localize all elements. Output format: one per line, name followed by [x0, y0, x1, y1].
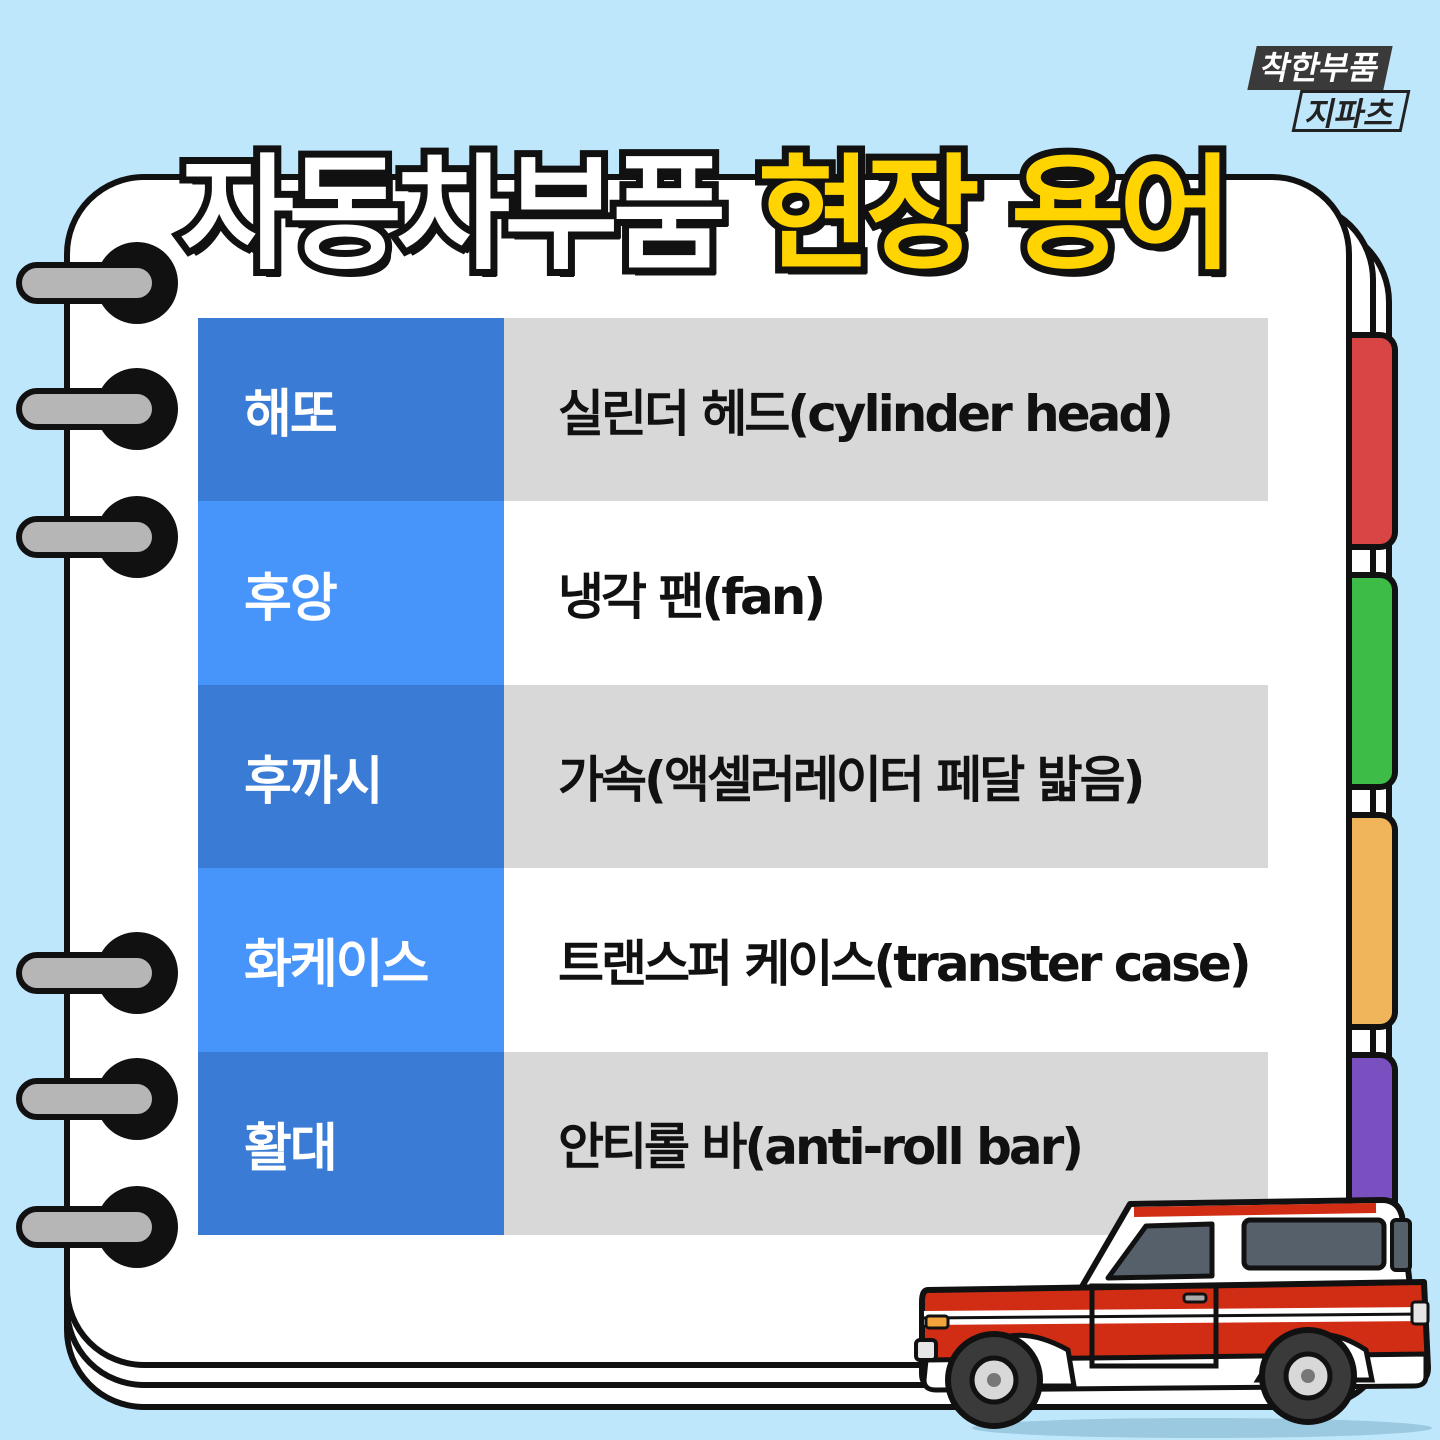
definition-cell: 실린더 헤드(cylinder head) [504, 318, 1268, 502]
spiral-ring-icon [16, 368, 178, 450]
definition-cell: 가속(액셀러레이터 페달 밟음) [504, 684, 1268, 869]
definition-cell: 트랜스퍼 케이스(transter case) [504, 868, 1268, 1052]
terms-table: 해또 실린더 헤드(cylinder head) 후앙 냉각 팬(fan) 후까… [198, 318, 1268, 1235]
table-row: 후까시 가속(액셀러레이터 페달 밟음) [198, 684, 1268, 869]
spiral-ring-icon [16, 242, 178, 324]
table-row: 화케이스 트랜스퍼 케이스(transter case) [198, 868, 1268, 1052]
term-cell: 해또 [198, 318, 504, 502]
term-cell: 후까시 [198, 684, 504, 869]
brand-logo-line2: 지파츠 [1291, 90, 1411, 133]
table-row: 해또 실린더 헤드(cylinder head) [198, 318, 1268, 502]
spiral-ring-icon [16, 932, 178, 1014]
title-part-white: 자동차부품 [173, 136, 733, 294]
spiral-ring-icon [16, 496, 178, 578]
title-part-yellow: 현장 용어 [751, 136, 1240, 294]
definition-cell: 냉각 팬(fan) [504, 501, 1268, 685]
term-cell: 후앙 [198, 501, 504, 685]
term-cell: 활대 [198, 1051, 504, 1235]
spiral-ring-icon [16, 1186, 178, 1268]
table-row: 후앙 냉각 팬(fan) [198, 501, 1268, 685]
term-cell: 화케이스 [198, 868, 504, 1052]
page-title: 자동차부품 현장 용어 [173, 136, 1280, 294]
suv-car-icon [914, 1197, 1432, 1438]
brand-logo-line1: 착한부품 [1247, 46, 1393, 90]
brand-logo: 착한부품 지파츠 [1247, 42, 1418, 138]
spiral-ring-icon [16, 1058, 178, 1140]
